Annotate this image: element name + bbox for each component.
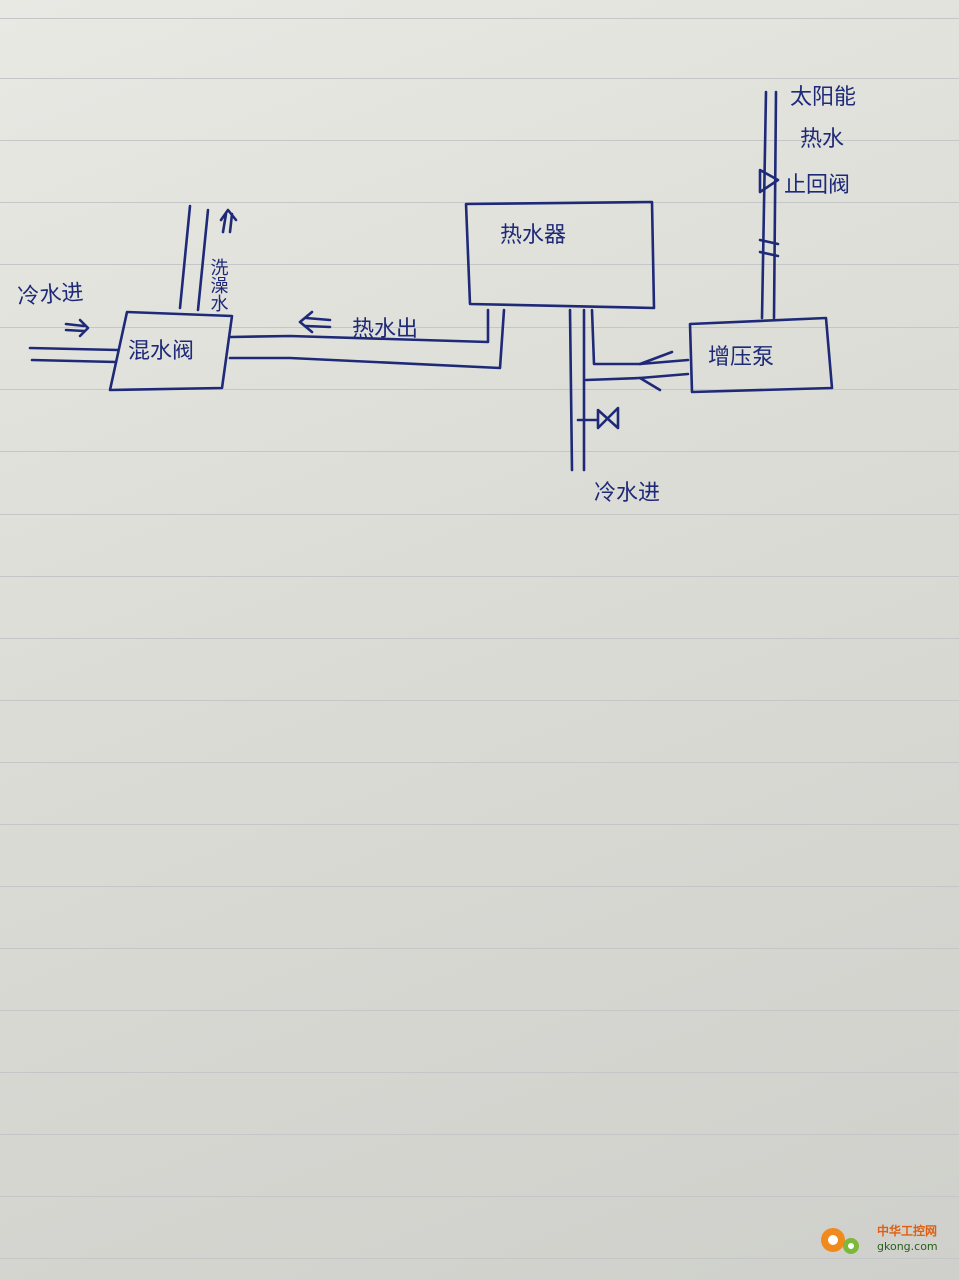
riser-marks bbox=[758, 238, 780, 258]
inlet-arrow bbox=[64, 318, 90, 338]
ruled-line bbox=[0, 1258, 959, 1259]
labels: 冷水进 洗澡水 混水阀 热水出 热水器 增压泵 太阳能 热水 止回阀 冷水进 bbox=[17, 85, 856, 506]
ruled-line bbox=[0, 264, 959, 265]
ruled-line bbox=[0, 389, 959, 390]
ruled-line bbox=[0, 451, 959, 452]
label-booster-pump: 增压泵 bbox=[708, 345, 774, 370]
label-hot-water-out: 热水出 bbox=[352, 317, 418, 342]
cold-inlet-pipe-left bbox=[28, 346, 120, 364]
shower-outlet-pipes bbox=[178, 204, 210, 312]
label-water-heater: 热水器 bbox=[500, 223, 566, 248]
mixing-valve-box bbox=[108, 310, 234, 392]
cold-inlet-pipe-bottom bbox=[568, 308, 586, 472]
label-solar-line1: 太阳能 bbox=[790, 85, 856, 110]
ruled-line bbox=[0, 514, 959, 515]
water-heater-box bbox=[464, 200, 656, 310]
ruled-line bbox=[0, 202, 959, 203]
watermark-url: gkong.com bbox=[877, 1240, 938, 1253]
ruled-line bbox=[0, 700, 959, 701]
pump-feed-pipe bbox=[590, 308, 642, 366]
pump-return-pipe bbox=[584, 376, 642, 382]
cold-inlet-valve bbox=[576, 406, 620, 430]
ruled-line bbox=[0, 948, 959, 949]
shower-arrow bbox=[219, 208, 238, 234]
ruled-line bbox=[0, 78, 959, 79]
label-cold-in-bottom: 冷水进 bbox=[594, 481, 660, 506]
ruled-line bbox=[0, 18, 959, 19]
label-shower-water: 洗澡水 bbox=[208, 258, 229, 312]
ruled-line bbox=[0, 327, 959, 328]
ruled-line bbox=[0, 576, 959, 577]
ruled-line bbox=[0, 1010, 959, 1011]
ruled-line bbox=[0, 1072, 959, 1073]
hot-water-pipe-lower bbox=[228, 308, 506, 370]
gear-icon bbox=[821, 1228, 859, 1254]
pump-connector bbox=[638, 350, 690, 392]
hot-out-arrow bbox=[298, 310, 332, 334]
ruled-line bbox=[0, 638, 959, 639]
ruled-line bbox=[0, 824, 959, 825]
watermark-title: 中华工控网 bbox=[877, 1224, 938, 1238]
booster-pump-box bbox=[688, 316, 834, 394]
label-check-valve: 止回阀 bbox=[784, 173, 850, 198]
ruled-line bbox=[0, 762, 959, 763]
hot-water-pipe-upper bbox=[229, 308, 490, 344]
ruled-line bbox=[0, 1134, 959, 1135]
check-valve-symbol bbox=[758, 168, 780, 194]
solar-riser-pipe bbox=[760, 90, 778, 320]
label-mixing-valve: 混水阀 bbox=[128, 339, 194, 364]
watermark-logo: 中华工控网 gkong.com bbox=[817, 1212, 947, 1268]
label-cold-in-left: 冷水进 bbox=[17, 280, 85, 310]
ruled-line bbox=[0, 140, 959, 141]
ruled-line bbox=[0, 1196, 959, 1197]
ruled-line bbox=[0, 886, 959, 887]
label-solar-line2: 热水 bbox=[800, 127, 844, 152]
